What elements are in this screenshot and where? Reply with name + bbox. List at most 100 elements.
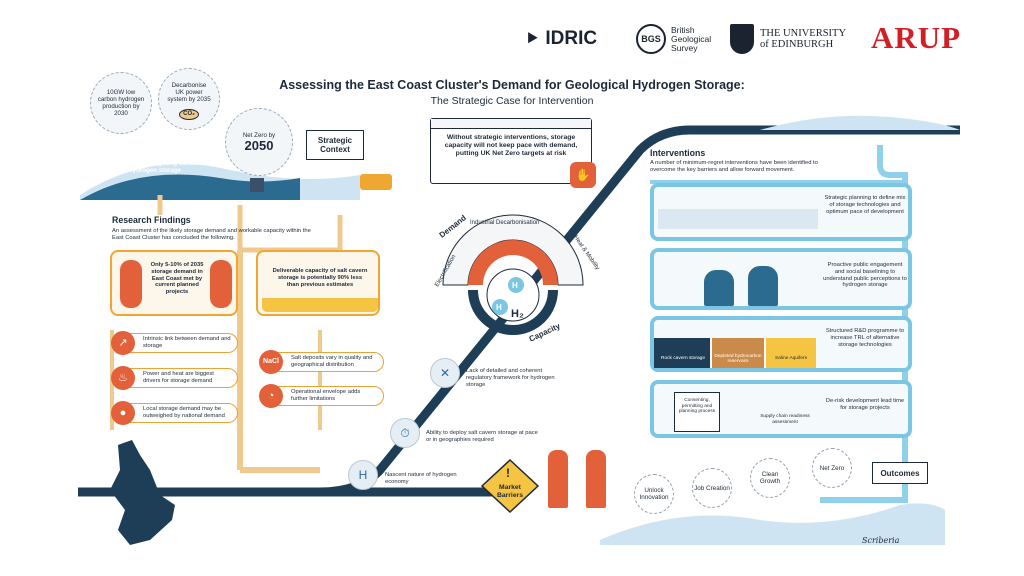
strategic-context-label: Strategic Context [306, 130, 364, 160]
research-title: Research Findings [112, 215, 191, 225]
market-barriers-label: Market Barriers [496, 484, 524, 499]
bubble-text: 10GW low carbon hydrogen production by 2… [97, 89, 145, 117]
demand-inner-arc [468, 240, 558, 285]
uoe-logo: THE UNIVERSITY of EDINBURGH [730, 24, 846, 54]
research-item-text: Salt deposits vary in quality and geogra… [291, 355, 373, 368]
person-icon [704, 270, 734, 306]
finding-card-capacity: Deliverable capacity of salt cavern stor… [256, 250, 380, 316]
research-item-local: ● Local storage demand may be outweighed… [111, 401, 238, 425]
uoe-text-line: of EDINBURGH [760, 39, 834, 50]
outcome-innovation: Unlock Innovation [634, 474, 674, 514]
derisk-label: Consenting, permitting and planning proc… [678, 398, 716, 415]
h-atom-icon [508, 277, 524, 293]
hill-shape [760, 115, 960, 130]
hydrogen-bubble-icon: H [348, 460, 378, 490]
context-bubble-netzero: Net Zero by 2050 [225, 108, 293, 176]
barrier-text: Nascent nature of hydrogen economy [385, 472, 457, 485]
uoe-crest-icon [730, 24, 754, 54]
research-item-salt: NaCl Salt deposits vary in quality and g… [259, 350, 384, 374]
interventions-intro: A number of minimum-regret interventions… [650, 160, 818, 173]
warning-text: Without strategic interventions, storage… [444, 134, 578, 157]
context-bubble-power: Decarbonise UK power system by 2035 CO₂ [158, 68, 220, 130]
outcome-text: Unlock Innovation [639, 487, 669, 501]
nacl-icon: NaCl [259, 350, 283, 374]
bubble-text: Decarbonise UK power system by 2035 [167, 82, 211, 103]
underpinned-text: All underpinned by long duration hydroge… [106, 160, 204, 174]
hill-shape [600, 503, 945, 545]
finding-text: Only 5-10% of 2035 storage demand in Eas… [150, 262, 204, 296]
h-label: H [496, 303, 502, 312]
warning-panel-header [431, 119, 591, 129]
intervention-pipe [820, 145, 908, 503]
storage-tank-icon [210, 260, 232, 308]
idric-logo-text: IDRIC [545, 28, 598, 49]
co2-badge: CO₂ [179, 109, 199, 120]
hill-shape [80, 174, 300, 200]
idric-logo: ⯈ IDRIC [525, 28, 597, 50]
document-graphic [674, 392, 720, 432]
outcome-text: Job Creation [694, 484, 730, 492]
finding-card-demand: Only 5-10% of 2035 storage demand in Eas… [110, 250, 238, 316]
flame-icon: ♨ [111, 366, 135, 390]
netzero-label: Net Zero by [242, 131, 276, 139]
stop-hand-icon: ✋ [570, 162, 596, 188]
bgs-text-line: British [671, 24, 695, 35]
salt-layer-graphic [262, 298, 378, 312]
interventions-title: Interventions [650, 148, 706, 158]
uk-map-shape [110, 440, 175, 545]
idric-mark-icon: ⯈ [525, 28, 540, 49]
intervention-text: Structured R&D programme to increase TRL… [825, 328, 905, 348]
storage-label: Depleted hydrocarbon reservoirs [714, 354, 762, 364]
market-barriers-sign [480, 458, 540, 514]
h2-label: H₂ [511, 308, 524, 320]
derisk-label: Supply chain readiness assessment [760, 414, 810, 425]
house-icon [250, 178, 264, 192]
storage-tank-icon [120, 260, 142, 308]
warning-panel: Without strategic interventions, storage… [430, 118, 592, 184]
arup-logo: ARUP [871, 20, 962, 55]
netzero-year: 2050 [244, 137, 274, 153]
outcome-text: Net Zero [819, 464, 845, 472]
warning-diamond-shape [480, 458, 540, 514]
barrier-text: Ability to deploy salt cavern storage at… [426, 430, 538, 443]
bgs-mark: BGS [636, 24, 666, 54]
bgs-logo: BGS British Geological Survey [636, 24, 711, 54]
exclamation-icon: ! [506, 466, 510, 480]
finding-text: Deliverable capacity of salt cavern stor… [272, 268, 368, 288]
intervention-card-planning: Strategic planning to define mix of stor… [650, 183, 912, 241]
research-pipe [237, 250, 320, 473]
research-item-drivers: ♨ Power and heat are biggest drivers for… [111, 366, 238, 390]
capacity-arc [468, 289, 558, 335]
bgs-text-line: Geological [671, 33, 712, 44]
stopwatch-icon: ⏱ [390, 418, 420, 448]
research-item-text: Operational envelope adds further limita… [291, 389, 361, 402]
intervention-card-rnd: Rock cavern storage Depleted hydrocarbon… [650, 316, 912, 372]
location-pin-icon: ● [111, 401, 135, 425]
research-item-link: ↗ Intrinsic link between demand and stor… [111, 331, 238, 355]
worker-figure-icon [586, 450, 606, 508]
person-icon [748, 266, 778, 306]
demand-capacity-wheel [442, 214, 584, 335]
research-intro: An assessment of the likely storage dema… [112, 228, 311, 241]
outcome-jobs: Job Creation [692, 468, 732, 508]
intervention-text: De-risk development lead time for storag… [825, 398, 905, 411]
bus-icon [360, 174, 392, 190]
document-cross-icon: ✕ [430, 358, 460, 388]
research-item-envelope: ◔ Operational envelope adds further limi… [259, 384, 384, 408]
saline-aquifer-graphic [766, 338, 816, 368]
outcome-netzero: Net Zero [812, 448, 852, 488]
outcome-text: Clean Growth [759, 471, 781, 485]
bgs-text-line: Survey [671, 42, 698, 53]
barrier-text: Lack of detailed and coherent regulatory… [466, 368, 555, 388]
outcomes-label: Outcomes [872, 462, 928, 484]
research-item-text: Local storage demand may be outweighed b… [143, 406, 225, 419]
research-item-text: Power and heat are biggest drivers for s… [143, 371, 214, 384]
city-skyline-graphic [658, 209, 818, 229]
intervention-card-derisk: Consenting, permitting and planning proc… [650, 380, 912, 438]
h-label: H [512, 281, 518, 290]
storage-label: Rock cavern storage [661, 356, 705, 361]
intervention-text: Proactive public engagement and social b… [823, 262, 907, 289]
intervention-text: Strategic planning to define mix of stor… [824, 195, 906, 215]
intervention-card-engagement: Proactive public engagement and social b… [650, 248, 912, 310]
